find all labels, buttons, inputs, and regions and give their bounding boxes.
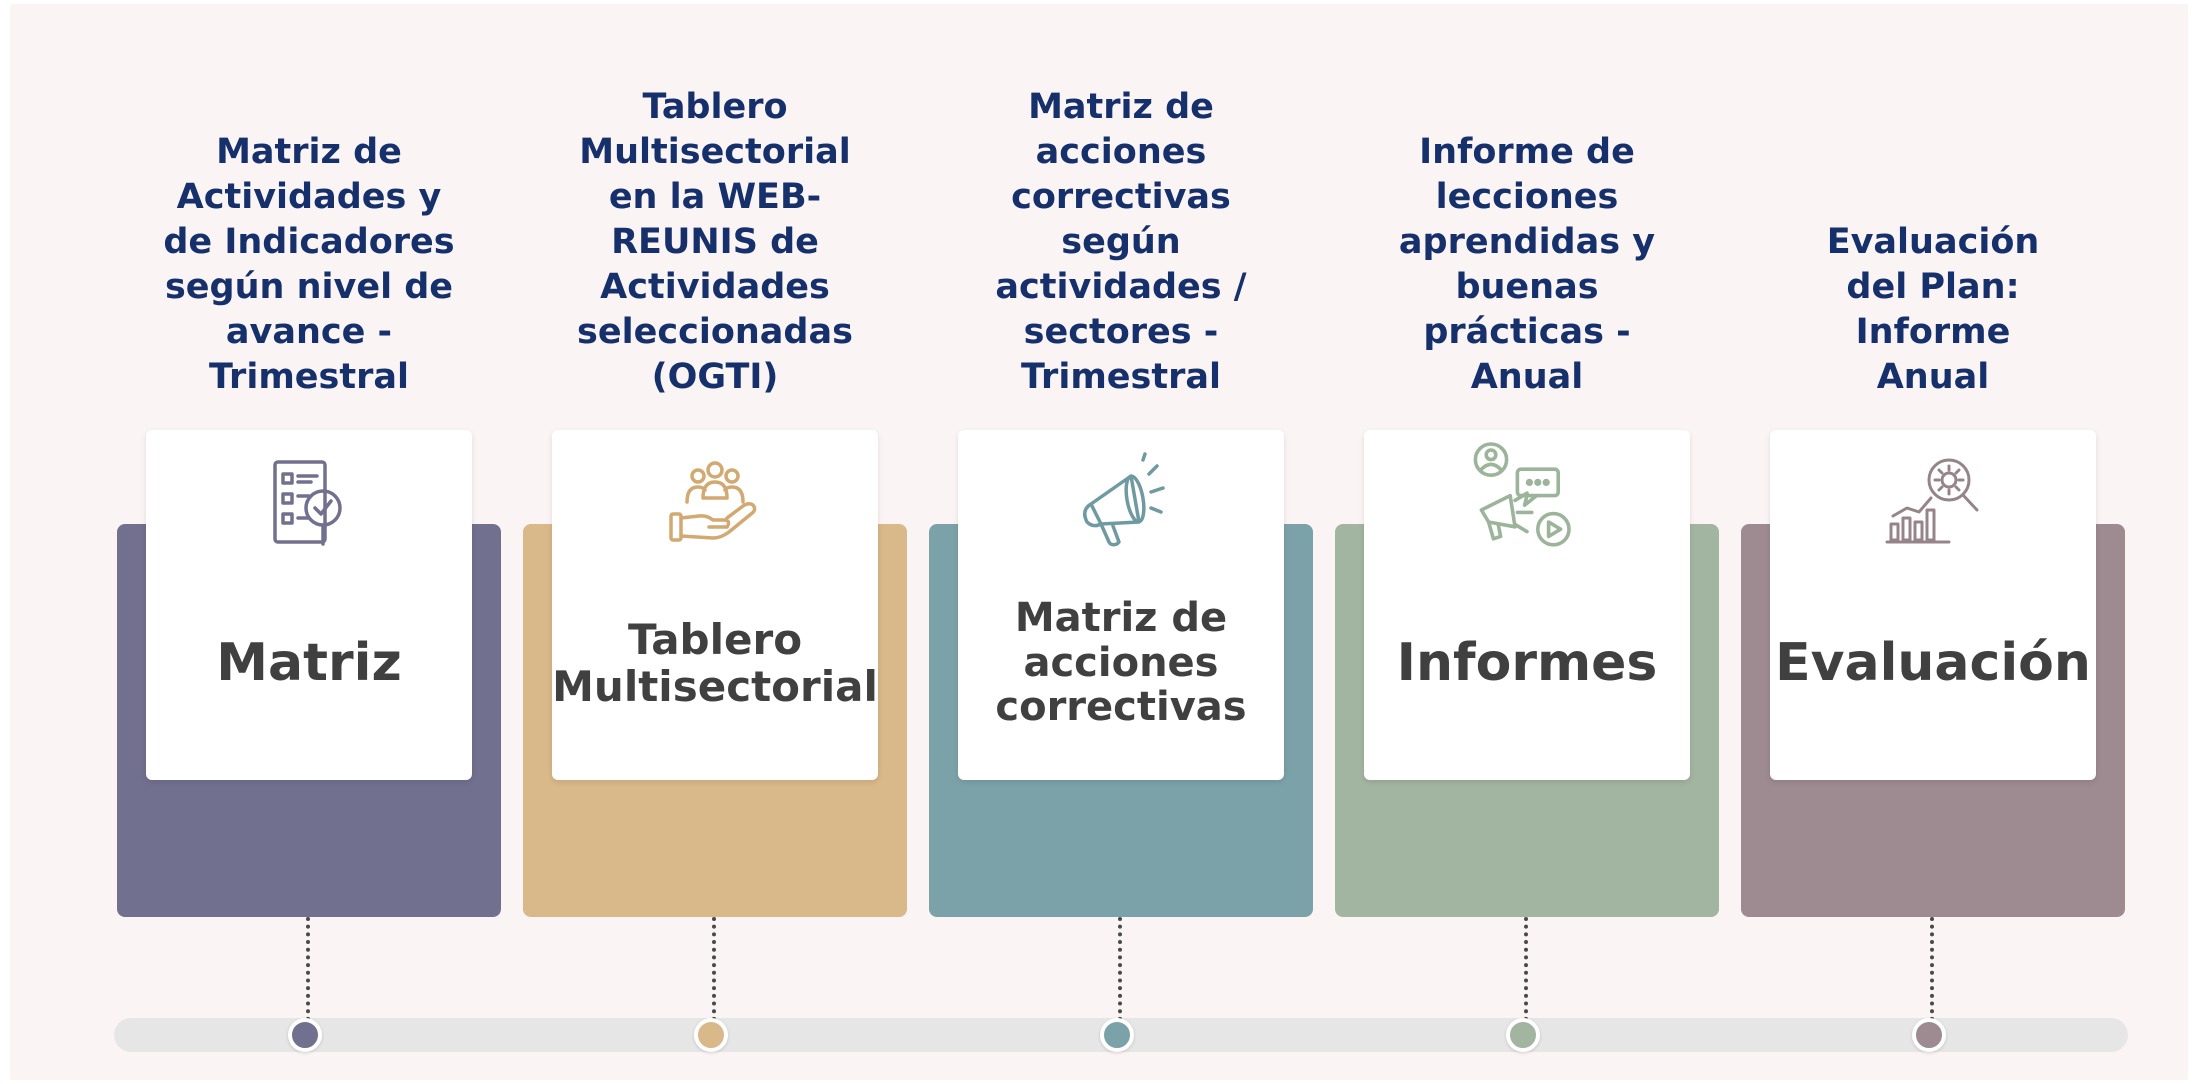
step-connector <box>712 917 716 1021</box>
step-connector <box>306 917 310 1021</box>
step-acciones: Matriz de acciones correctivas según act… <box>929 4 1313 1080</box>
step-informes: Informe de lecciones aprendidas y buenas… <box>1335 4 1719 1080</box>
step-title: Matriz <box>216 632 402 693</box>
step-card: Matriz de acciones correctivas <box>958 430 1284 780</box>
step-caption: Evaluación del Plan: Informe Anual <box>1826 222 2040 397</box>
chart-gear-magnifier-icon <box>1883 452 1983 552</box>
megaphone-icon <box>1071 452 1171 552</box>
step-connector <box>1118 917 1122 1021</box>
step-card: Tablero Multisectorial <box>552 430 878 780</box>
communication-icon <box>1467 438 1587 558</box>
step-connector <box>1930 917 1934 1021</box>
step-card: Evaluación <box>1770 430 2096 780</box>
step-caption: Matriz de Actividades y de Indicadores s… <box>163 132 455 397</box>
timeline-dot <box>1100 1018 1134 1052</box>
step-title: Evaluación <box>1775 632 2091 693</box>
step-title: Informes <box>1396 632 1658 693</box>
step-title: Matriz de acciones correctivas <box>995 594 1247 731</box>
step-caption: Informe de lecciones aprendidas y buenas… <box>1398 132 1656 397</box>
step-matriz: Matriz de Actividades y de Indicadores s… <box>117 4 501 1080</box>
checklist-magnifier-icon <box>259 452 359 552</box>
step-evaluacion: Evaluación del Plan: Informe Anual Evalu… <box>1741 4 2125 1080</box>
step-caption: Tablero Multisectorial en la WEB- REUNIS… <box>577 87 853 397</box>
step-title: Tablero Multisectorial <box>552 614 878 711</box>
step-tablero: Tablero Multisectorial en la WEB- REUNIS… <box>523 4 907 1080</box>
step-card: Informes <box>1364 430 1690 780</box>
timeline-dot <box>1506 1018 1540 1052</box>
timeline-diagram: Matriz de Actividades y de Indicadores s… <box>10 4 2188 1080</box>
timeline-dot <box>1912 1018 1946 1052</box>
timeline-dot <box>288 1018 322 1052</box>
step-card: Matriz <box>146 430 472 780</box>
timeline-dot <box>694 1018 728 1052</box>
people-hand-icon <box>665 452 765 552</box>
step-caption: Matriz de acciones correctivas según act… <box>995 87 1247 397</box>
step-connector <box>1524 917 1528 1021</box>
